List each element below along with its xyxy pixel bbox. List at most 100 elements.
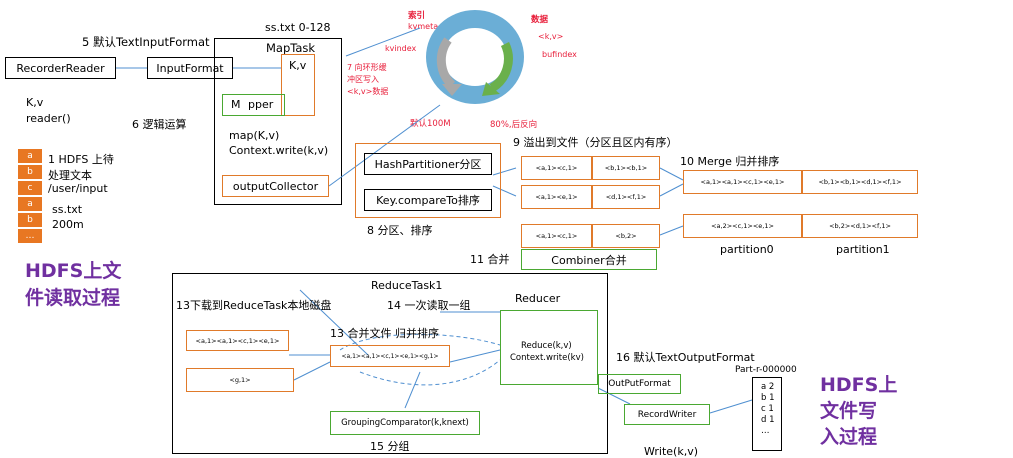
ring-gray-arrowhead xyxy=(442,84,462,96)
combiner-label: Combiner合并 xyxy=(551,253,627,267)
part-file-line: b 1 xyxy=(761,393,775,403)
reduce-input-2: <g,1> xyxy=(186,368,294,392)
spill2-p0-text: <a,1><e,1> xyxy=(535,193,578,201)
write-call-label: Write(k,v) xyxy=(644,445,699,458)
connector-line xyxy=(345,27,421,57)
connector-line xyxy=(597,387,631,405)
ring-index-label: 索引 xyxy=(408,11,426,21)
spill2-partition1: <d,1><f,1> xyxy=(592,185,660,209)
ring-kvindex-label: kvindex xyxy=(385,44,417,53)
hdfs-write-caption-2: 文件写 xyxy=(820,400,878,422)
spill2-p1-text: <d,1><f,1> xyxy=(605,193,647,201)
connector-line xyxy=(293,361,331,381)
reduce-merged-box: <a,1><a,1><c,1><e,1><g,1> xyxy=(330,345,450,367)
step7-label-3: <k,v>数据 xyxy=(347,87,389,96)
connector-line xyxy=(659,225,684,236)
reader-kv-label: K,v xyxy=(26,96,44,109)
ring-kvmeta-label: kvmeta xyxy=(408,22,439,31)
mapper-label: pper xyxy=(248,98,274,111)
combined-p0-text: <a,2><c,1><e,1> xyxy=(711,222,774,230)
reduce-write-label: Context.write(kv) xyxy=(510,353,584,363)
reduce-call-label: Reduce(k,v) xyxy=(521,341,572,351)
hdfs-read-caption-1: HDFS上文 xyxy=(25,260,122,282)
input-format-label: InputFormat xyxy=(156,61,224,75)
hdfs-filename-label: ss.txt xyxy=(52,203,83,216)
hdfs-size-label: 200m xyxy=(52,218,84,231)
hash-partitioner-box: HashPartitioner分区 xyxy=(364,153,492,175)
hash-partitioner-label: HashPartitioner分区 xyxy=(374,158,482,171)
hdfs-write-caption-1: HDFS上 xyxy=(820,374,898,396)
step7-label-2: 冲区写入 xyxy=(347,75,379,84)
hdfs-block: … xyxy=(18,229,42,244)
compare-to-label: Key.compareTo排序 xyxy=(376,194,480,207)
maptask-kv-box xyxy=(281,54,315,116)
record-writer-box: RecordWriter xyxy=(624,404,710,425)
recorder-reader-box: RecorderReader xyxy=(5,57,116,79)
ring-bufindex-label: bufindex xyxy=(542,50,577,59)
part-file-line: d 1 xyxy=(761,415,775,425)
step5-label: 5 默认TextInputFormat xyxy=(82,35,210,49)
connector-line xyxy=(492,167,517,176)
step11-label: 11 合并 xyxy=(470,253,510,266)
part-file-line: … xyxy=(761,426,770,436)
hdfs-step1-label: 1 HDFS 上待 xyxy=(48,153,114,166)
hdfs-block: a xyxy=(18,197,42,212)
hdfs-block: b xyxy=(18,213,42,228)
step13-merge-label: 13 合并文件 归并排序 xyxy=(330,327,439,340)
ring-spill-threshold-label: 80%,后反向 xyxy=(490,120,538,130)
hdfs-block: a xyxy=(18,149,42,164)
connector-line xyxy=(328,104,441,187)
maptask-title: MapTask xyxy=(266,41,316,55)
compare-to-box: Key.compareTo排序 xyxy=(364,189,492,211)
partition0-label: partition0 xyxy=(720,243,774,256)
output-format-box: OutPutFormat xyxy=(598,374,681,394)
spill2-partition0: <a,1><e,1> xyxy=(521,185,592,209)
combine-input-a: <a,1><c,1> xyxy=(521,224,592,248)
step9-label: 9 溢出到文件（分区且区内有序） xyxy=(513,136,678,149)
reduce-input-1: <a,1><a,1><c,1><e,1> xyxy=(186,330,289,351)
ring-default-size-label: 默认100M xyxy=(410,119,451,129)
reducetask-box xyxy=(172,273,608,454)
map-call-label: map(K,v) xyxy=(229,129,280,142)
maptask-kv-label: K,v xyxy=(289,59,307,72)
combine-input-b: <b,2> xyxy=(592,224,660,248)
step13-download-label: 13下载到ReduceTask本地磁盘 xyxy=(176,299,332,312)
hdfs-block: c xyxy=(18,181,42,196)
recorder-reader-label: RecorderReader xyxy=(16,61,105,75)
hdfs-path-label: /user/input xyxy=(48,182,108,195)
merged-p0-text: <a,1><a,1><c,1><e,1> xyxy=(700,178,785,186)
ring-inner xyxy=(443,28,507,86)
context-write-label: Context.write(k,v) xyxy=(229,144,329,157)
merged-partition0: <a,1><a,1><c,1><e,1> xyxy=(683,170,802,194)
step14-label: 14 一次读取一组 xyxy=(387,299,471,312)
ring-green-arrowhead xyxy=(482,82,500,96)
spill1-partition0: <a,1><c,1> xyxy=(521,156,592,180)
hdfs-block-stack: a b c a b … xyxy=(18,149,42,245)
hdfs-text-label: 处理文本 xyxy=(48,169,92,182)
mapper-initial: M xyxy=(231,98,241,111)
step15-label: 15 分组 xyxy=(370,440,410,453)
reducetask-title: ReduceTask1 xyxy=(371,279,443,292)
connector-line xyxy=(659,183,684,197)
reduce-in1-text: <a,1><a,1><c,1><e,1> xyxy=(195,336,280,345)
reduce-in2-text: <g,1> xyxy=(229,376,251,384)
grouping-comparator-box: GroupingComparator(k,knext) xyxy=(330,411,480,435)
step6-label: 6 逻辑运算 xyxy=(132,118,187,131)
part-file-line: c 1 xyxy=(761,404,774,414)
spill1-p0-text: <a,1><c,1> xyxy=(535,164,578,172)
combine-in-a-text: <a,1><c,1> xyxy=(535,232,578,240)
connector-line xyxy=(709,399,753,414)
step8-label: 8 分区、排序 xyxy=(367,224,433,237)
combined-partition0: <a,2><c,1><e,1> xyxy=(683,214,802,238)
combined-partition1: <b,2><d,1><f,1> xyxy=(802,214,918,238)
connector-line xyxy=(299,289,369,356)
input-format-box: InputFormat xyxy=(147,57,233,79)
maptask-box xyxy=(214,38,342,205)
combiner-box: Combiner合并 xyxy=(521,249,657,270)
output-collector-label: outputCollector xyxy=(232,179,319,193)
merged-partition1: <b,1><b,1><d,1><f,1> xyxy=(802,170,918,194)
reader-call-label: reader() xyxy=(26,112,71,125)
ring-kv-label: <k,v> xyxy=(538,32,564,41)
reduce-merged-text: <a,1><a,1><c,1><e,1><g,1> xyxy=(341,352,439,360)
step7-label-1: 7 向环形缓 xyxy=(347,63,387,72)
